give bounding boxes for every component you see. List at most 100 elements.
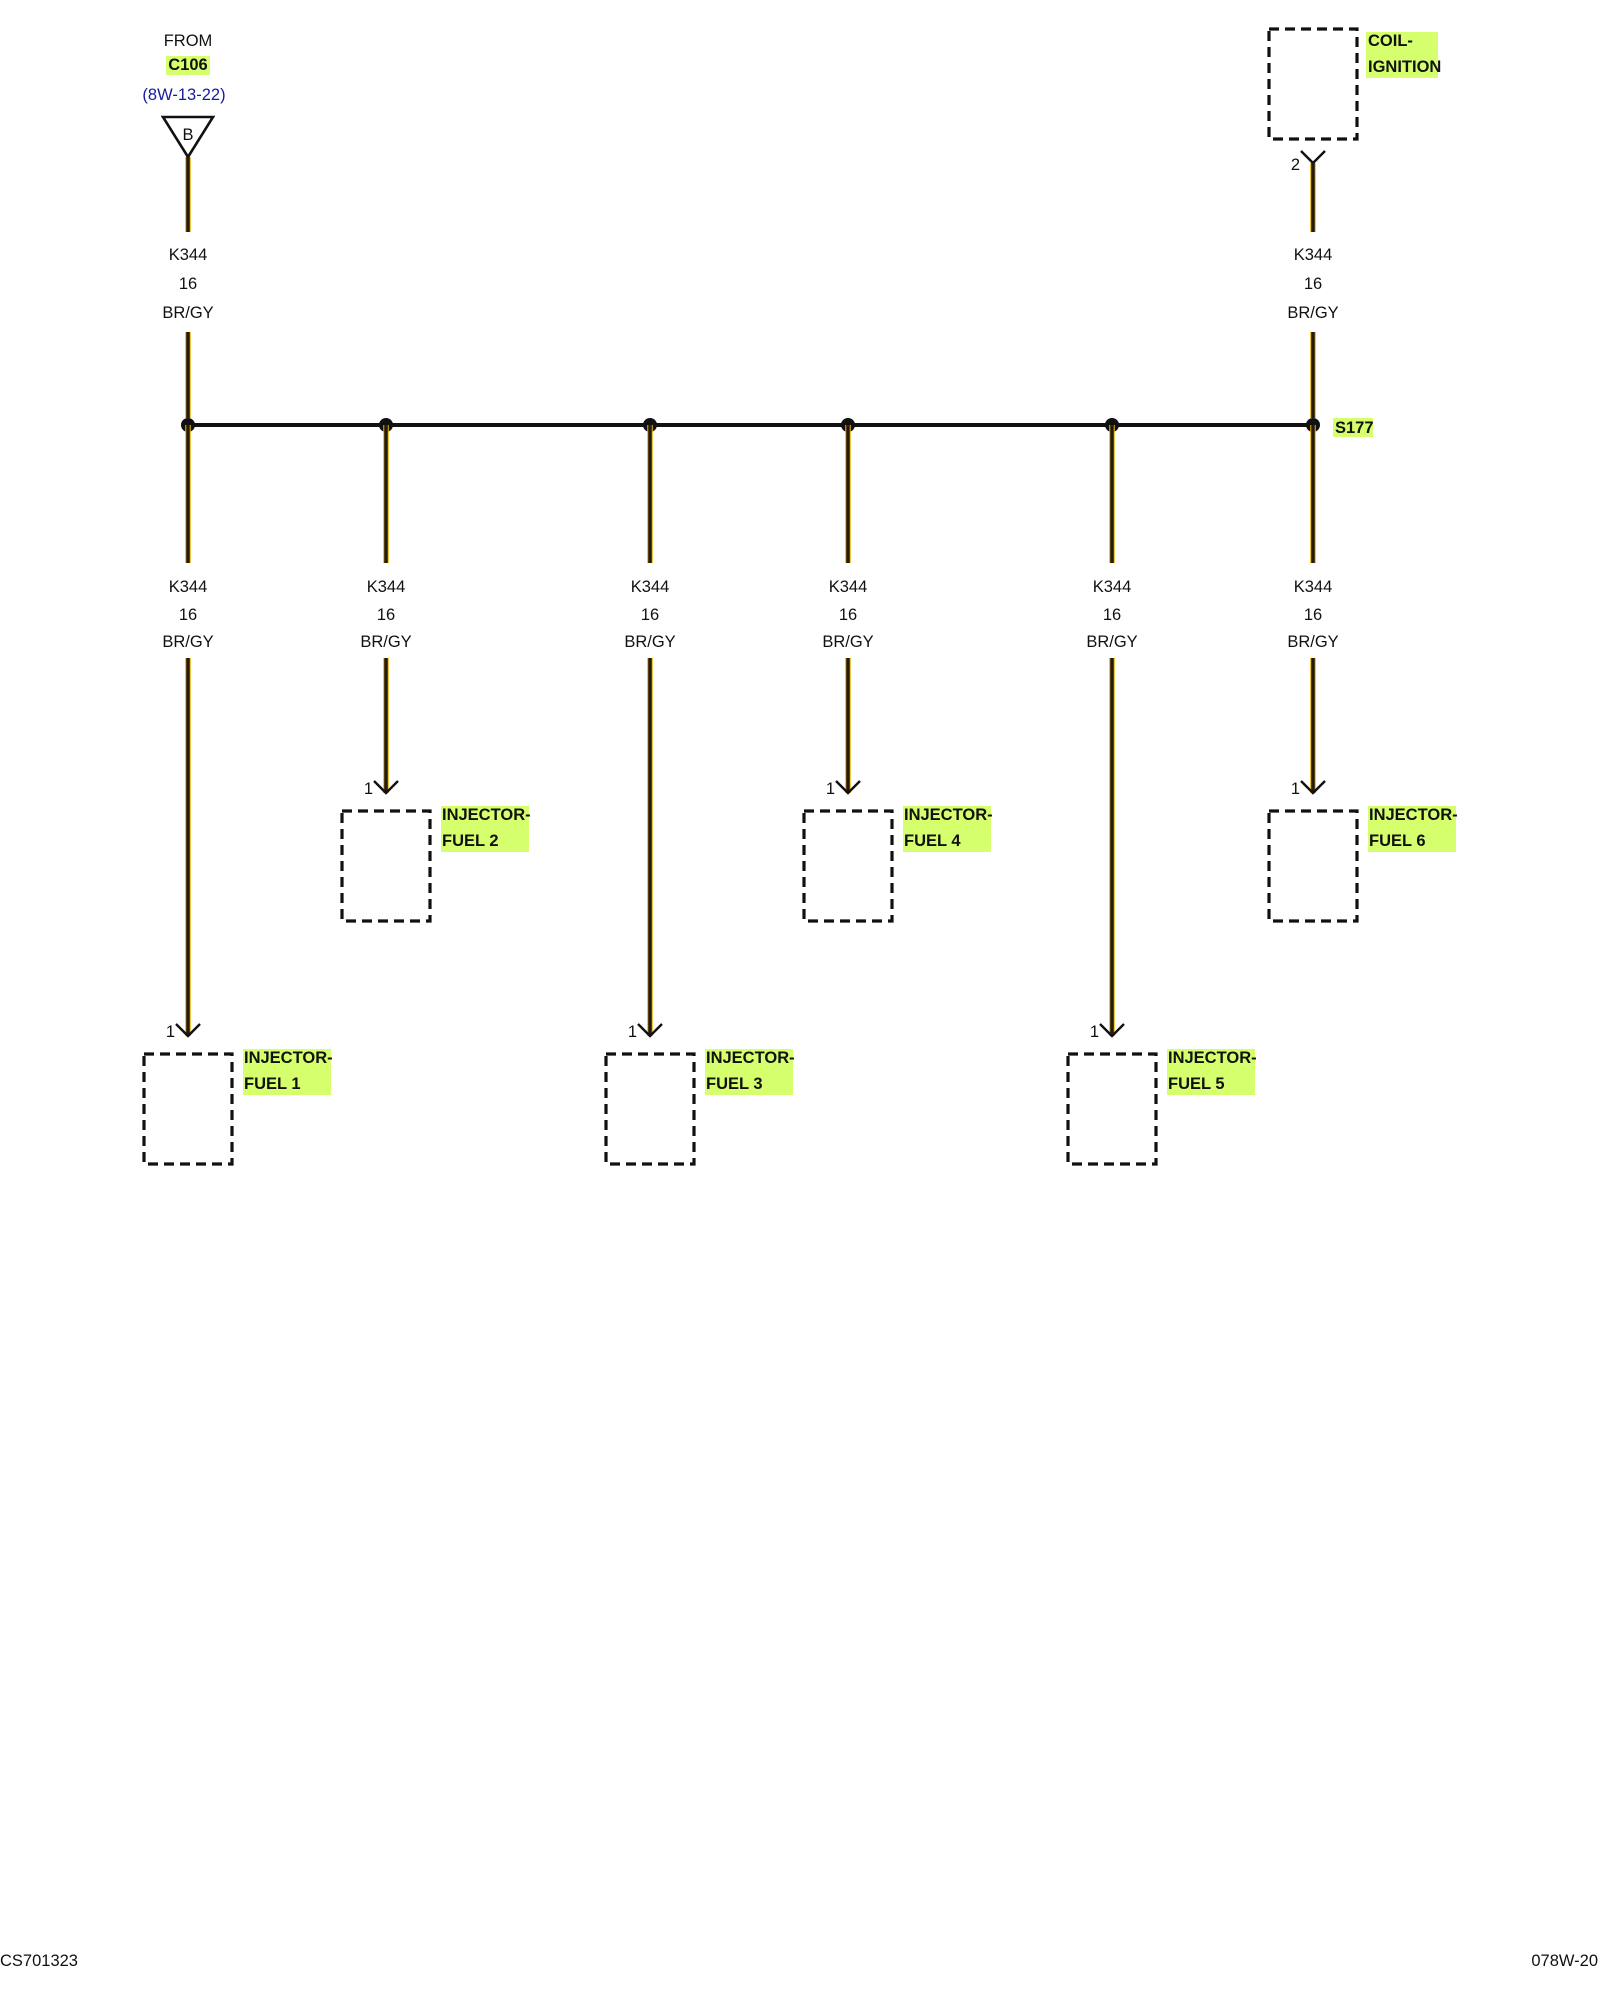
wire-color-label: BR/GY	[162, 304, 213, 322]
injector-label-highlight	[243, 1049, 331, 1095]
coil-pin-number: 2	[1291, 156, 1300, 174]
injector-name-line1: INJECTOR-	[1168, 1049, 1257, 1067]
injector-name-line1: INJECTOR-	[904, 806, 993, 824]
wire-circuit-label: K344	[1294, 578, 1333, 596]
female-terminal-icon	[1300, 150, 1326, 165]
inline-connector-icon	[160, 115, 216, 160]
wire-color-label: BR/GY	[360, 633, 411, 651]
wire-circuit-label: K344	[169, 246, 208, 264]
wire-color-label: BR/GY	[1287, 304, 1338, 322]
s177-highlight	[1333, 418, 1373, 437]
wire-circuit-label: K344	[1294, 246, 1333, 264]
coil-ignition-box	[1267, 27, 1359, 141]
injector-pin-number: 1	[628, 1023, 637, 1041]
wire-color-label: BR/GY	[1287, 633, 1338, 651]
injector-pin-number: 1	[364, 780, 373, 798]
injector-name-line2: FUEL 4	[904, 832, 961, 850]
footer-left-code: CS701323	[0, 1952, 78, 1970]
injector-label-highlight	[903, 806, 991, 852]
injector-label-highlight	[441, 806, 529, 852]
injector-label-highlight	[1167, 1049, 1255, 1095]
coil-name-line2: IGNITION	[1368, 58, 1441, 76]
injector-name-line2: FUEL 1	[244, 1075, 301, 1093]
wire-circuit-label: K344	[367, 578, 406, 596]
injector-name-line2: FUEL 6	[1369, 832, 1426, 850]
injector-label-highlight	[705, 1049, 793, 1095]
injector-label-highlight	[1368, 806, 1456, 852]
coil-ignition-component[interactable]: COIL- IGNITION 2	[1267, 27, 1441, 174]
injector-name-line2: FUEL 2	[442, 832, 499, 850]
wire-color-label: BR/GY	[162, 633, 213, 651]
footer-right-code: 078W-20	[1531, 1952, 1598, 1970]
male-terminal-icon	[1099, 1023, 1125, 1038]
wire-gauge-label: 16	[1304, 275, 1322, 293]
injector-name-line1: INJECTOR-	[1369, 806, 1458, 824]
wire-gauge-label: 16	[1304, 606, 1322, 624]
from-label: FROM	[164, 32, 213, 50]
wire-gauge-label: 16	[1103, 606, 1121, 624]
c106-label[interactable]: C106	[168, 56, 207, 74]
wire-gauge-label: 16	[641, 606, 659, 624]
c106-highlight	[166, 56, 210, 75]
source-connector: FROM C106 (8W-13-22) B	[142, 32, 226, 160]
coil-label-highlight	[1366, 32, 1438, 78]
wire-color-label: BR/GY	[1086, 633, 1137, 651]
injector-name-line1: INJECTOR-	[442, 806, 531, 824]
pin-letter-b: B	[182, 126, 193, 144]
wire-circuit-label: K344	[829, 578, 868, 596]
wire-label-coil: K344 16 BR/GY	[1287, 246, 1338, 322]
coil-name-line1: COIL-	[1368, 32, 1413, 50]
male-terminal-icon	[1300, 780, 1326, 795]
injector-box	[1066, 1052, 1158, 1166]
wire-label-source: K344 16 BR/GY	[162, 246, 213, 322]
wire-gauge-label: 16	[179, 275, 197, 293]
wire-circuit-label: K344	[169, 578, 208, 596]
injector-pin-number: 1	[826, 780, 835, 798]
injector-name-line2: FUEL 3	[706, 1075, 763, 1093]
wire-gauge-label: 16	[179, 606, 197, 624]
splice-bus: S177	[188, 418, 1374, 437]
splice-s177-label: S177	[1335, 419, 1374, 437]
injector-box	[604, 1052, 696, 1166]
injector-name-line2: FUEL 5	[1168, 1075, 1225, 1093]
injector-pin-number: 1	[166, 1023, 175, 1041]
injector-box	[1267, 809, 1359, 923]
male-terminal-icon	[175, 1023, 201, 1038]
wire-circuit-label: K344	[631, 578, 670, 596]
male-terminal-icon	[373, 780, 399, 795]
injector-box	[340, 809, 432, 923]
wire-color-label: BR/GY	[822, 633, 873, 651]
wire-circuit-label: K344	[1093, 578, 1132, 596]
wire-gauge-label: 16	[377, 606, 395, 624]
male-terminal-icon	[835, 780, 861, 795]
wire-gauge-label: 16	[839, 606, 857, 624]
injector-name-line1: INJECTOR-	[244, 1049, 333, 1067]
injector-pin-number: 1	[1291, 780, 1300, 798]
wire-color-label: BR/GY	[624, 633, 675, 651]
injector-box	[802, 809, 894, 923]
page-reference-link[interactable]: (8W-13-22)	[142, 86, 225, 104]
injector-pin-number: 1	[1090, 1023, 1099, 1041]
injector-box	[142, 1052, 234, 1166]
injector-name-line1: INJECTOR-	[706, 1049, 795, 1067]
